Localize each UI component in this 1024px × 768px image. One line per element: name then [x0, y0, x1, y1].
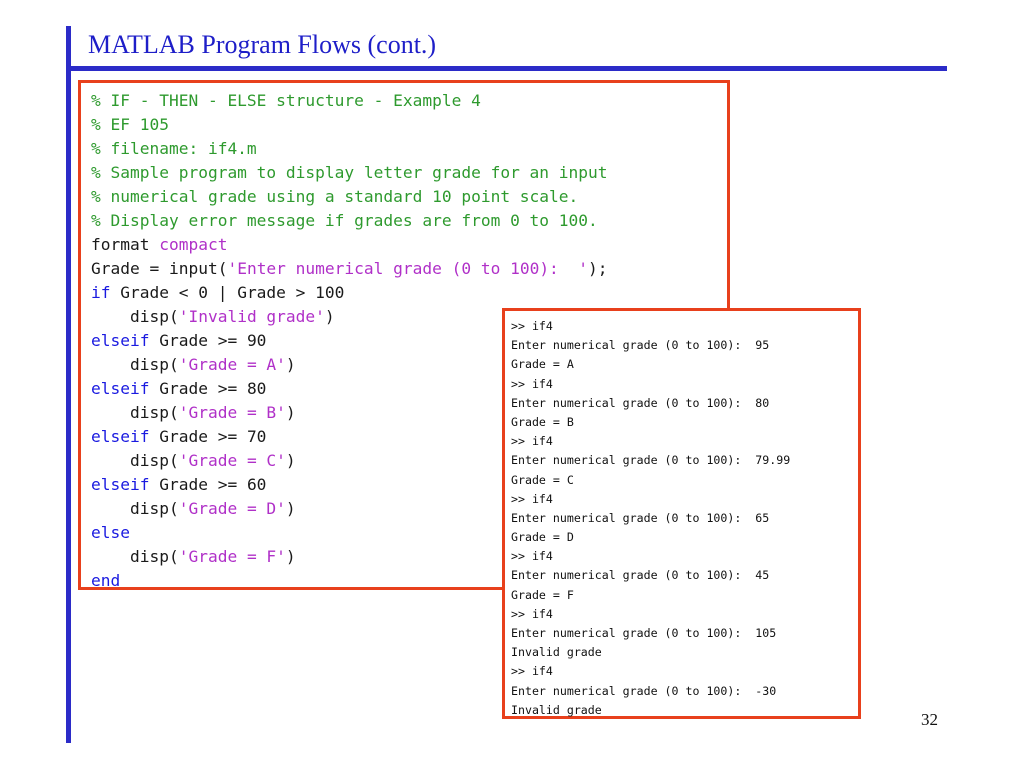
- code-token-plain: Grade = input(: [91, 259, 228, 278]
- code-token-plain: ): [285, 403, 296, 422]
- code-token-plain: disp(: [91, 307, 179, 326]
- code-token-comment: % Display error message if grades are fr…: [91, 211, 598, 230]
- code-line: disp('Grade = A'): [91, 353, 608, 377]
- code-token-plain: Grade >= 80: [149, 379, 267, 398]
- code-token-comment: % IF - THEN - ELSE structure - Example 4: [91, 91, 481, 110]
- code-token-str: 'Grade = C': [178, 451, 286, 470]
- title-underline: [66, 66, 947, 71]
- slide-title: MATLAB Program Flows (cont.): [88, 30, 437, 59]
- code-listing: % IF - THEN - ELSE structure - Example 4…: [91, 89, 608, 593]
- code-token-comment: % Sample program to display letter grade…: [91, 163, 608, 182]
- code-token-plain: Grade >= 70: [149, 427, 267, 446]
- code-token-plain: ): [285, 451, 296, 470]
- code-line: if Grade < 0 | Grade > 100: [91, 281, 608, 305]
- code-line: % numerical grade using a standard 10 po…: [91, 185, 608, 209]
- output-line: Enter numerical grade (0 to 100): -30: [511, 683, 777, 698]
- code-token-plain: Grade >= 90: [149, 331, 267, 350]
- output-line: Grade = A: [511, 357, 574, 372]
- code-line: % Display error message if grades are fr…: [91, 209, 608, 233]
- code-token-plain: format: [91, 235, 160, 254]
- output-line: Enter numerical grade (0 to 100): 95: [511, 338, 770, 353]
- output-line: >> if4: [511, 549, 553, 564]
- code-token-str: 'Enter numerical grade (0 to 100): ': [227, 259, 589, 278]
- output-line: >> if4: [511, 664, 553, 679]
- code-token-plain: );: [588, 259, 608, 278]
- code-token-comment: % filename: if4.m: [91, 139, 257, 158]
- code-token-plain: ): [285, 499, 296, 518]
- code-line: elseif Grade >= 90: [91, 329, 608, 353]
- code-token-plain: disp(: [91, 451, 179, 470]
- code-token-comment: % numerical grade using a standard 10 po…: [91, 187, 579, 206]
- code-line: % filename: if4.m: [91, 137, 608, 161]
- code-token-kw: if: [91, 283, 111, 302]
- code-token-plain: Grade < 0 | Grade > 100: [110, 283, 345, 302]
- output-line: Invalid grade: [511, 702, 602, 717]
- code-line: disp('Grade = C'): [91, 449, 608, 473]
- code-token-str: 'Grade = B': [178, 403, 286, 422]
- code-token-plain: Grade >= 60: [149, 475, 267, 494]
- code-token-comment: % EF 105: [91, 115, 169, 134]
- output-line: Grade = F: [511, 587, 574, 602]
- code-token-plain: disp(: [91, 499, 179, 518]
- code-line: end: [91, 569, 608, 593]
- output-line: Enter numerical grade (0 to 100): 80: [511, 395, 770, 410]
- output-line: Invalid grade: [511, 645, 602, 660]
- code-token-str: compact: [159, 235, 228, 254]
- code-token-plain: disp(: [91, 403, 179, 422]
- output-line: >> if4: [511, 376, 553, 391]
- code-line: elseif Grade >= 70: [91, 425, 608, 449]
- code-token-kw: elseif: [91, 475, 150, 494]
- code-line: else: [91, 521, 608, 545]
- code-token-kw: elseif: [91, 331, 150, 350]
- code-line: format compact: [91, 233, 608, 257]
- code-line: disp('Grade = F'): [91, 545, 608, 569]
- code-token-kw: end: [91, 571, 121, 590]
- code-token-plain: ): [324, 307, 335, 326]
- code-line: disp('Invalid grade'): [91, 305, 608, 329]
- code-token-plain: ): [285, 547, 296, 566]
- output-line: >> if4: [511, 491, 553, 506]
- output-line: Grade = B: [511, 414, 574, 429]
- page-number: 32: [921, 710, 938, 729]
- code-token-kw: else: [91, 523, 130, 542]
- code-line: elseif Grade >= 60: [91, 473, 608, 497]
- output-line: >> if4: [511, 319, 553, 333]
- code-line: disp('Grade = D'): [91, 497, 608, 521]
- code-line: Grade = input('Enter numerical grade (0 …: [91, 257, 608, 281]
- output-line: Grade = C: [511, 472, 574, 487]
- code-token-str: 'Grade = D': [178, 499, 286, 518]
- code-token-plain: ): [285, 355, 296, 374]
- output-line: >> if4: [511, 606, 553, 621]
- code-token-str: 'Grade = F': [178, 547, 286, 566]
- code-token-kw: elseif: [91, 427, 150, 446]
- code-line: disp('Grade = B'): [91, 401, 608, 425]
- output-line: Enter numerical grade (0 to 100): 65: [511, 510, 770, 525]
- output-line: Enter numerical grade (0 to 100): 45: [511, 568, 770, 583]
- code-token-plain: disp(: [91, 355, 179, 374]
- output-line: Enter numerical grade (0 to 100): 105: [511, 626, 777, 640]
- code-line: % IF - THEN - ELSE structure - Example 4: [91, 89, 608, 113]
- output-line: Enter numerical grade (0 to 100): 79.99: [511, 453, 791, 468]
- output-line: Grade = D: [511, 530, 574, 545]
- code-line: elseif Grade >= 80: [91, 377, 608, 401]
- code-token-str: 'Grade = A': [178, 355, 286, 374]
- code-line: % EF 105: [91, 113, 608, 137]
- output-line: >> if4: [511, 434, 553, 449]
- left-accent-bar: [66, 26, 71, 743]
- code-line: % Sample program to display letter grade…: [91, 161, 608, 185]
- code-token-kw: elseif: [91, 379, 150, 398]
- code-token-plain: disp(: [91, 547, 179, 566]
- code-token-str: 'Invalid grade': [178, 307, 325, 326]
